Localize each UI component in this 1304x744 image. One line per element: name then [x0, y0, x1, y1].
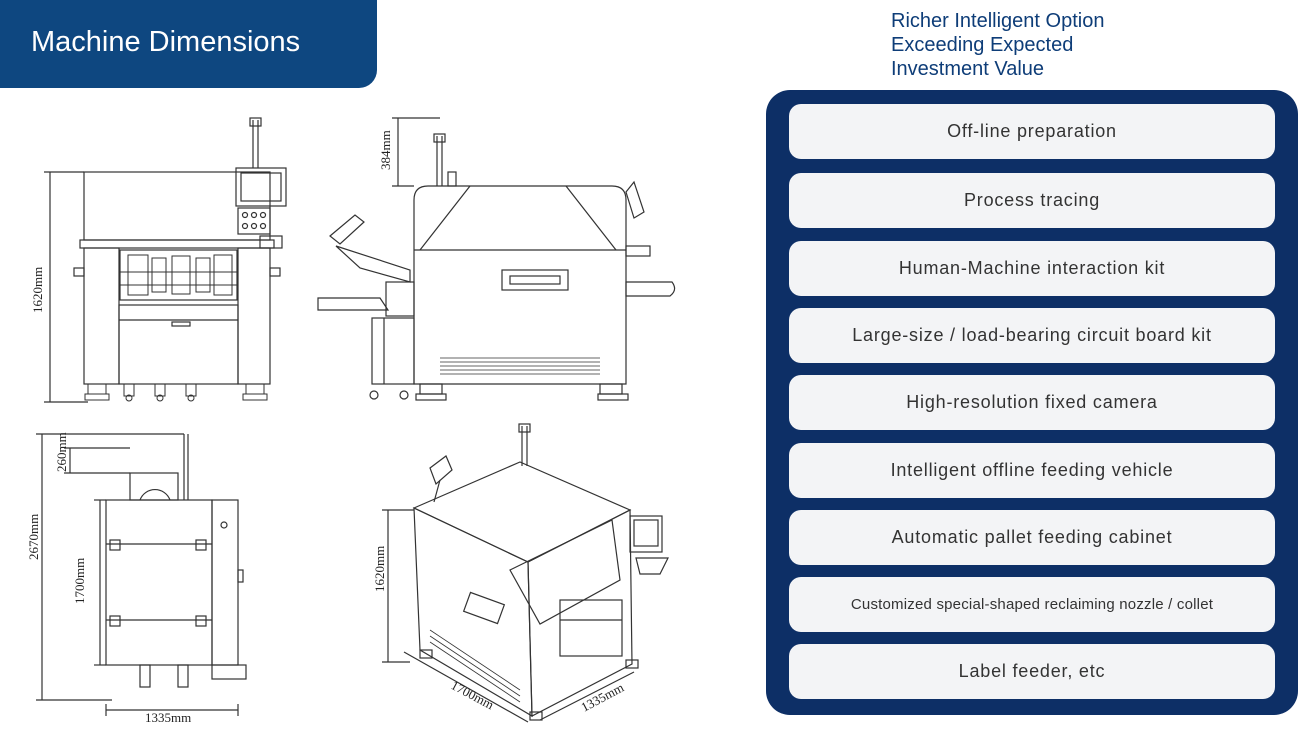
- option-item-hmi-kit: Human-Machine interaction kit: [789, 241, 1275, 296]
- top-view-drawing: 2670mm 260mm 1700mm 1335mm: [26, 432, 247, 725]
- options-panel: Off-line preparation Process tracing Hum…: [766, 90, 1298, 715]
- side-view-drawing: 384mm: [317, 117, 676, 401]
- option-item-label-feeder: Label feeder, etc: [789, 644, 1275, 699]
- iso-width-label: 1335mm: [578, 680, 626, 715]
- top-extension-label: 260mm: [54, 432, 69, 472]
- top-depth-label: 1700mm: [72, 558, 87, 604]
- option-item-process-tracing: Process tracing: [789, 173, 1275, 228]
- iso-depth-label: 1700mm: [449, 677, 497, 712]
- page-title: Machine Dimensions: [31, 26, 301, 58]
- option-item-fixed-camera: High-resolution fixed camera: [789, 375, 1275, 430]
- top-depth-total-label: 2670mm: [26, 514, 41, 560]
- tagline-line-1: Richer Intelligent Option: [891, 10, 1105, 32]
- tagline: Richer Intelligent Option Exceeding Expe…: [891, 9, 1104, 81]
- option-item-pallet-cabinet: Automatic pallet feeding cabinet: [789, 510, 1275, 565]
- option-item-custom-nozzle: Customized special-shaped reclaiming noz…: [789, 577, 1275, 632]
- option-item-large-board-kit: Large-size / load-bearing circuit board …: [789, 308, 1275, 363]
- front-height-label: 1620mm: [30, 267, 45, 313]
- machine-drawings: 1620mm: [26, 117, 676, 725]
- option-item-feeding-vehicle: Intelligent offline feeding vehicle: [789, 443, 1275, 498]
- iso-height-label: 1620mm: [372, 546, 387, 592]
- tagline-line-3: Investment Value: [891, 58, 1045, 80]
- isometric-view-drawing: 1620mm 1700mm 1335mm: [372, 423, 669, 723]
- side-tower-label: 384mm: [378, 130, 393, 170]
- option-item-offline-preparation: Off-line preparation: [789, 104, 1275, 159]
- top-width-label: 1335mm: [145, 710, 191, 725]
- header-tab: Machine Dimensions: [0, 0, 377, 88]
- front-view-drawing: 1620mm: [30, 117, 287, 403]
- tagline-line-2: Exceeding Expected: [891, 34, 1074, 56]
